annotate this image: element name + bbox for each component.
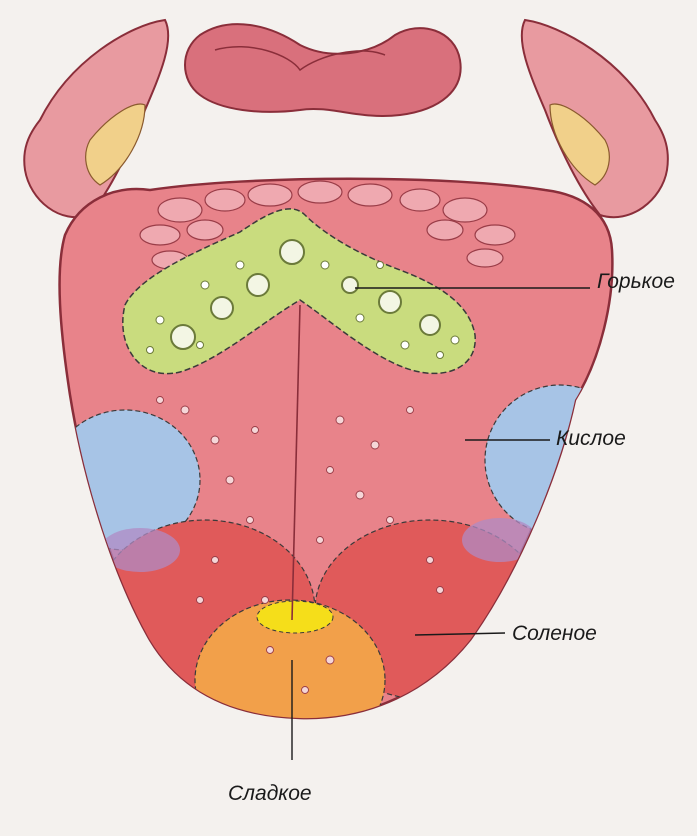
sour-zone-right [485, 385, 635, 535]
epiglottis [185, 24, 461, 116]
left-tonsil-fold [24, 20, 168, 217]
label-sweet: Сладкое [228, 782, 312, 805]
sweet-tip [257, 601, 333, 633]
label-bitter: Горькое [597, 270, 675, 293]
right-tonsil-fold [522, 20, 668, 217]
label-sour: Кислое [556, 427, 626, 450]
label-salty: Соленое [512, 622, 597, 645]
